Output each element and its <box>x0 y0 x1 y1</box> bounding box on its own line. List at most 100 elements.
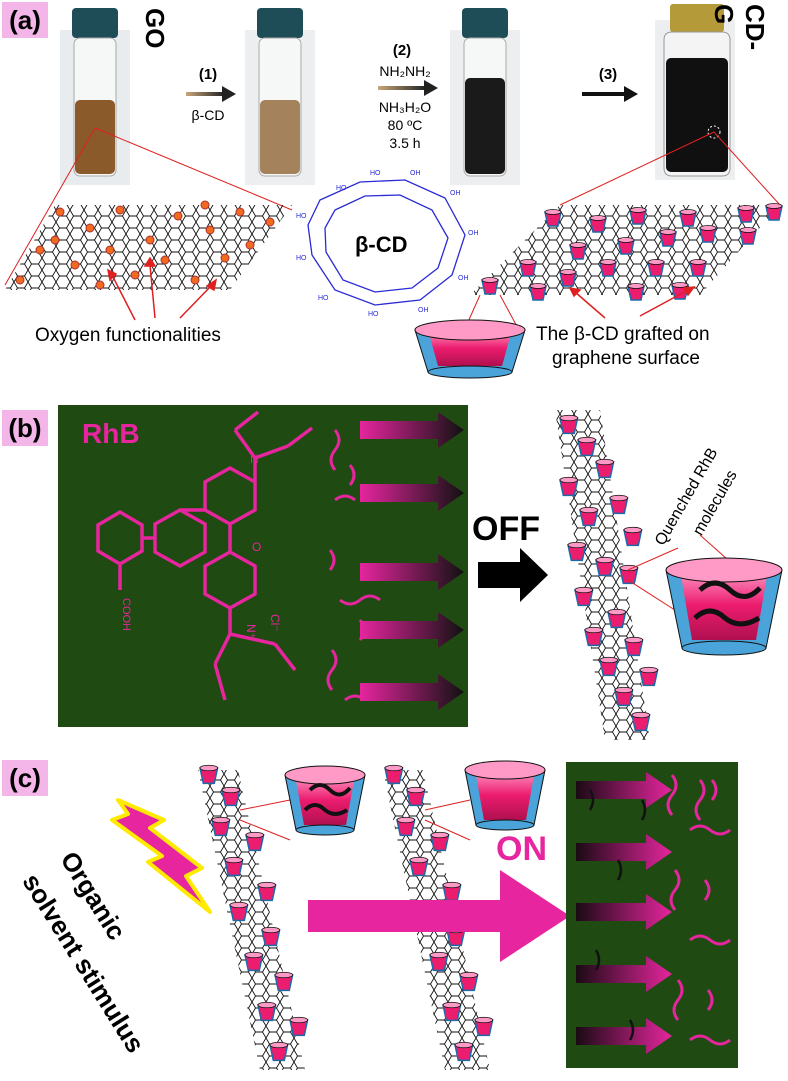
caption-grafted-line-2: graphene surface <box>552 348 700 369</box>
step-2-condition-1: NH₂NH₂ <box>379 63 431 79</box>
vial-reduced <box>450 8 520 185</box>
fluorescence-arrow-b-3 <box>360 612 464 648</box>
grafted-cd-c2-9 <box>459 971 479 992</box>
svg-text:HO: HO <box>296 255 307 262</box>
grafted-cd-b-15 <box>639 666 659 687</box>
grafted-cd-b-6 <box>623 526 643 547</box>
grafted-cd-c2-2 <box>396 816 416 837</box>
grafted-cd-a-18 <box>627 283 645 301</box>
grafted-cd-a-14 <box>647 259 665 277</box>
grafted-cd-c2-8 <box>429 951 449 972</box>
grafted-cd-b-13 <box>624 636 644 657</box>
vial-label-cd-g: CD-G <box>709 4 770 51</box>
svg-text:OH: OH <box>458 275 469 282</box>
svg-text:OH: OH <box>450 190 461 197</box>
vial-go-cd <box>245 8 315 185</box>
panel-label-b: (b) <box>2 410 48 446</box>
grafted-cd-c2-10 <box>442 1001 462 1022</box>
fluorescence-arrow-c-3 <box>576 956 672 992</box>
fluorescence-arrow-c-1 <box>576 834 672 870</box>
grafted-cd-a-2 <box>629 207 647 225</box>
grafted-cd-b-17 <box>631 711 651 732</box>
grafted-cd-a-5 <box>765 203 783 221</box>
grafted-cd-b-7 <box>567 541 587 562</box>
fluorescence-arrow-b-0 <box>360 412 464 448</box>
beta-cd-label: β-CD <box>355 232 408 257</box>
rhb-cooh: COOH <box>120 598 132 631</box>
fluorescence-arrow-b-4 <box>360 674 464 710</box>
grafted-cd-a-17 <box>529 283 547 301</box>
zoom-lines-cdg <box>559 131 781 206</box>
fluorescence-arrow-c-4 <box>576 1018 672 1054</box>
grafted-cd-c1-9 <box>274 971 294 992</box>
zoom-lines-go <box>4 127 293 286</box>
grafted-cd-c1-6 <box>229 901 249 922</box>
grafted-cd-a-13 <box>599 259 617 277</box>
grafted-cd-a-6 <box>569 242 587 260</box>
grafted-cd-c1-3 <box>245 831 265 852</box>
loaded-cup-c <box>239 765 366 841</box>
grafted-cd-c2-0 <box>384 764 404 785</box>
grafted-cd-c2-5 <box>442 881 462 902</box>
grafted-cd-b-0 <box>559 414 579 435</box>
grafted-cd-c2-3 <box>430 831 450 852</box>
on-label: ON <box>496 830 547 868</box>
on-arrow <box>308 870 570 962</box>
cd-g-sheet-c-cups <box>199 764 494 1062</box>
fluorescence-arrow-b-1 <box>360 475 464 511</box>
grafted-cd-b-1 <box>577 436 597 457</box>
step-arrow-1 <box>186 86 236 102</box>
svg-text:HO: HO <box>370 170 381 177</box>
grafted-cd-a-16 <box>481 277 499 295</box>
grafted-cd-b-14 <box>599 656 619 677</box>
grafted-cd-c1-10 <box>257 1001 277 1022</box>
grafted-cd-b-11 <box>607 608 627 629</box>
grafted-cd-a-10 <box>739 227 757 245</box>
step-arrow-2 <box>378 80 438 96</box>
rhb-o-atom: O <box>252 540 262 554</box>
empty-cup-c <box>424 760 546 841</box>
grafted-cd-a-9 <box>699 225 717 243</box>
grafted-cd-b-16 <box>614 686 634 707</box>
step-1-reagent: β-CD <box>191 107 225 123</box>
grafted-cd-a-4 <box>737 205 755 223</box>
caption-grafted-line-1: The β-CD grafted on <box>536 324 710 345</box>
fluorescence-arrow-c-0 <box>576 772 672 808</box>
step-2-number: (2) <box>392 42 412 59</box>
grafted-cd-c1-4 <box>224 856 244 877</box>
svg-text:HO: HO <box>296 213 307 220</box>
grafted-cd-c1-2 <box>211 816 231 837</box>
svg-text:OH: OH <box>468 230 479 237</box>
grafted-cd-a-7 <box>617 237 635 255</box>
grafted-cd-c1-12 <box>269 1041 289 1062</box>
vial-label-go: GO <box>140 8 170 49</box>
grafted-cd-b-8 <box>595 556 615 577</box>
grafted-cd-b-4 <box>609 494 629 515</box>
rhb-n-atom: N <box>250 452 259 466</box>
fluorescence-arrows-c <box>576 772 672 1054</box>
rhb-label: RhB <box>82 418 140 449</box>
empty-cyclodextrin-cup <box>414 319 526 379</box>
grafted-cd-b-10 <box>574 586 594 607</box>
cd-g-sheet-b-cups <box>559 414 659 732</box>
quenched-cup <box>627 534 783 656</box>
cd-g-sheet-c1 <box>198 770 305 1070</box>
grafted-cd-a-0 <box>544 209 562 227</box>
svg-text:OH: OH <box>410 170 421 177</box>
step-2-condition-2: NH₃H₂O <box>378 99 432 115</box>
panel-label-a: (a) <box>2 2 48 38</box>
panel-label-c: (c) <box>2 760 48 796</box>
rhb-cl: Cl⁻ <box>268 614 282 632</box>
step-2-condition-4: 3.5 h <box>389 135 421 151</box>
grafted-cd-b-2 <box>595 458 615 479</box>
grafted-cd-c2-4 <box>409 856 429 877</box>
grafted-cd-c1-11 <box>289 1016 309 1037</box>
off-label: OFF <box>472 510 540 548</box>
grafted-cd-a-15 <box>689 259 707 277</box>
lightning-bolt-icon <box>110 798 212 914</box>
cd-g-pointer-arrows <box>568 286 696 319</box>
svg-text:OH: OH <box>418 307 429 314</box>
step-3-number: (3) <box>598 66 618 83</box>
grafted-cd-c2-1 <box>406 786 426 807</box>
